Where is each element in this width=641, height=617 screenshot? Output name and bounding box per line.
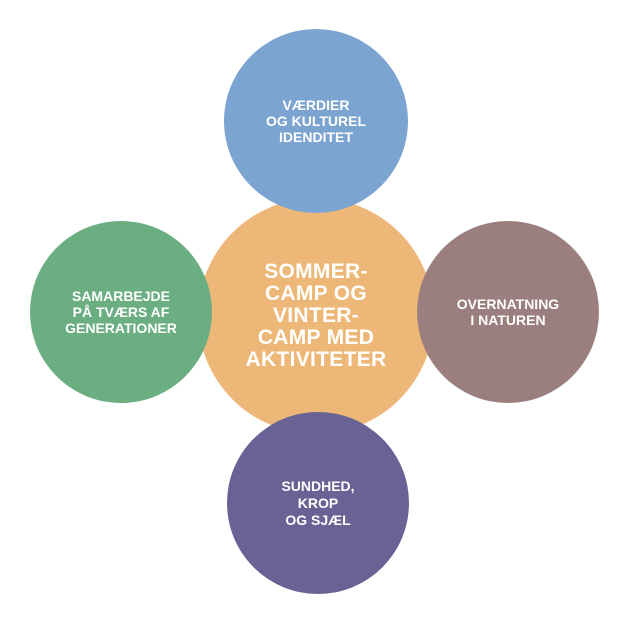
right-circle: OVERNATNING I NATUREN: [417, 221, 599, 403]
bottom-label: SUNDHED, KROP OG SJÆL: [281, 477, 355, 528]
top-label: VÆRDIER OG KULTUREL IDENDITET: [265, 97, 367, 145]
center-circle: SOMMER- CAMP OG VINTER- CAMP MED AKTIVIT…: [198, 198, 434, 434]
top-circle: VÆRDIER OG KULTUREL IDENDITET: [224, 29, 408, 213]
bottom-circle: SUNDHED, KROP OG SJÆL: [227, 412, 409, 594]
left-label: SAMARBEJDE PÅ TVÆRS AF GENERATIONER: [65, 288, 177, 336]
center-label: SOMMER- CAMP OG VINTER- CAMP MED AKTIVIT…: [245, 260, 387, 371]
left-circle: SAMARBEJDE PÅ TVÆRS AF GENERATIONER: [30, 221, 212, 403]
right-label: OVERNATNING I NATUREN: [456, 296, 560, 328]
